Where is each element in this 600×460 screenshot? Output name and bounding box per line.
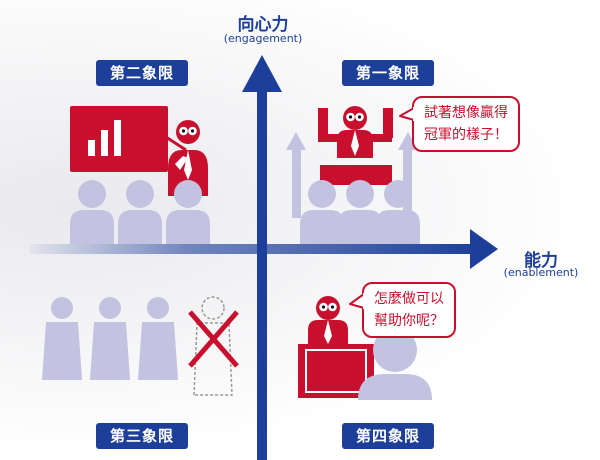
quadrant-4-label: 第四象限 [342, 423, 435, 449]
group-q3-icon [42, 297, 178, 380]
audience-q1-icon [300, 180, 420, 244]
presentation-board-icon [70, 106, 187, 172]
speech-bubble-q1-line-2: 冠軍的樣子！ [424, 127, 508, 143]
vertical-axis-arrow [242, 55, 282, 460]
quadrant-3-label: 第三象限 [96, 423, 189, 449]
speech-bubble-q1-line-1: 試著想像贏得 [424, 105, 508, 121]
horizontal-axis-title: 能力 [524, 251, 558, 271]
cheering-leader-icon [318, 106, 393, 185]
audience-q2-icon [70, 180, 210, 244]
quadrant-2-label: 第二象限 [96, 60, 189, 86]
speech-bubble-q4-line-1: 怎麼做可以 [374, 291, 444, 307]
speech-bubble-q1: 試著想像贏得 冠軍的樣子！ [412, 96, 520, 152]
helper-at-desk-icon [298, 296, 374, 398]
speech-bubble-q4-line-2: 幫助你呢？ [374, 313, 444, 329]
listener-icon [358, 328, 432, 400]
horizontal-axis-subtitle: (enablement) [503, 266, 579, 279]
speech-bubble-q4: 怎麼做可以 幫助你呢？ [362, 282, 456, 338]
removed-member-icon [188, 296, 239, 396]
vertical-axis-title: 向心力 [237, 15, 289, 35]
vertical-axis-subtitle: (engagement) [223, 32, 303, 45]
quadrant-1-label: 第一象限 [342, 60, 435, 86]
horizontal-axis-arrow [30, 229, 498, 269]
